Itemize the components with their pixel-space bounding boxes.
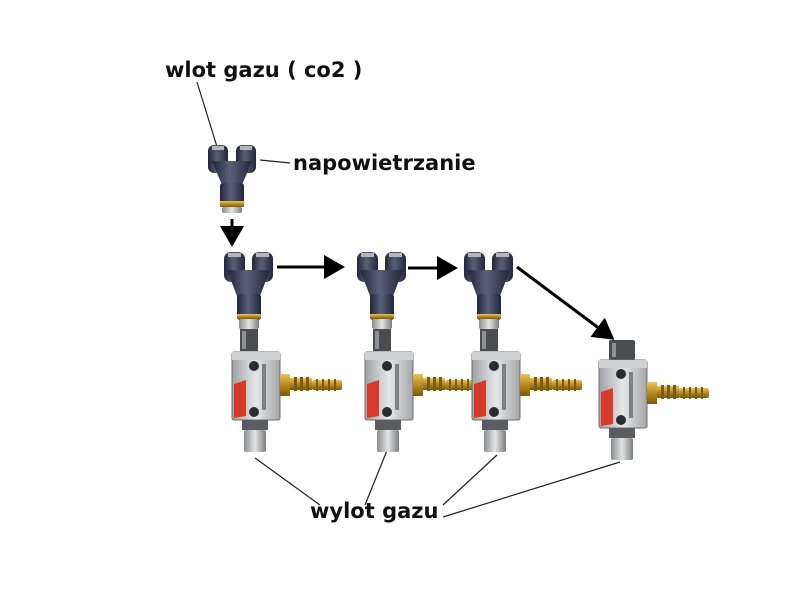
outlet-leader-1	[254, 457, 321, 506]
outlet-leader-4	[442, 461, 621, 518]
arrow-diagonal	[516, 265, 615, 340]
inlet-leader	[196, 81, 219, 151]
outlet-leader-2	[364, 447, 389, 506]
valve-4	[598, 359, 710, 461]
vent-leader	[259, 159, 291, 164]
valve-assembly-1	[224, 252, 273, 351]
outlet-leader-3	[442, 454, 498, 506]
valve-1	[231, 351, 343, 453]
valve-assembly-4	[609, 340, 635, 360]
valve-assembly-2	[357, 252, 406, 351]
valve-assembly-3	[464, 252, 513, 351]
flow-arrows	[220, 219, 615, 340]
outlet-label: wylot gazu	[310, 499, 439, 523]
valve-3	[471, 351, 583, 453]
leader-lines	[196, 81, 621, 518]
vent-label: napowietrzanie	[293, 151, 476, 175]
valve-2	[364, 351, 476, 453]
inlet-y-connector	[208, 145, 256, 213]
inlet-label: wlot gazu ( co2 )	[165, 58, 363, 82]
